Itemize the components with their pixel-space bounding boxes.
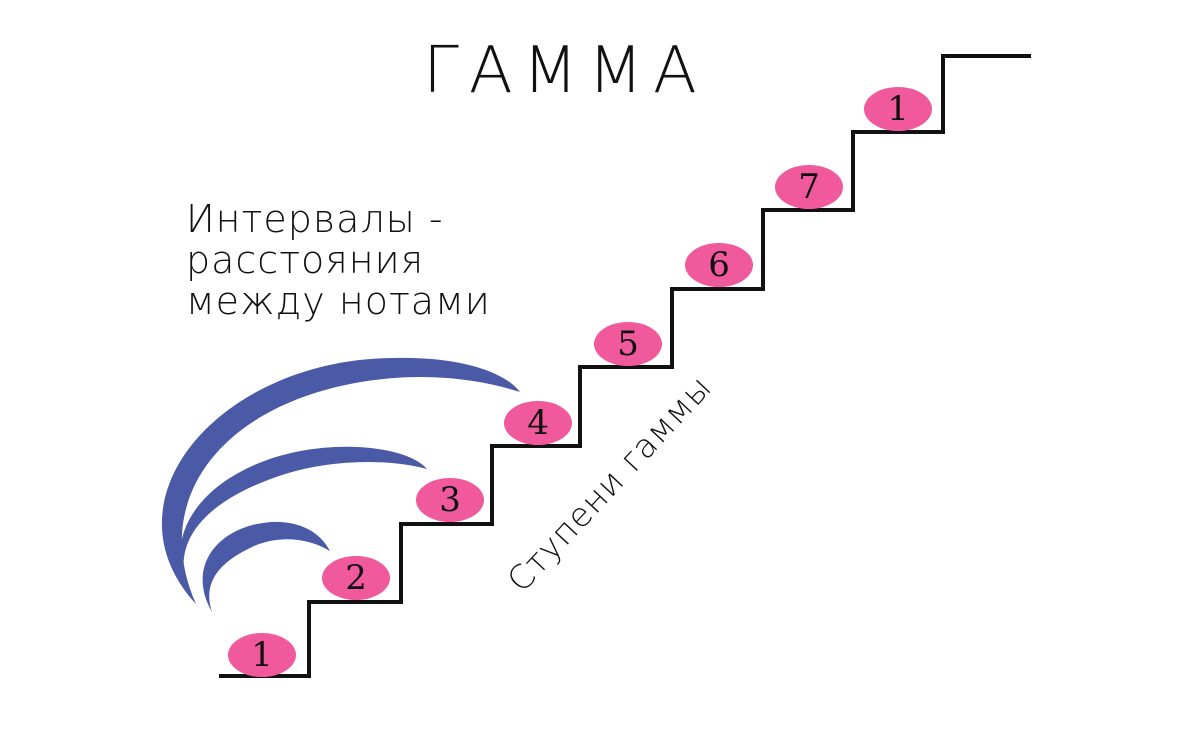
step-number: 7 (798, 167, 820, 207)
step-marker-bg (685, 243, 753, 287)
step-marker-bg (775, 165, 843, 209)
step-marker-bg (228, 633, 296, 677)
step-number: 1 (887, 89, 909, 129)
interval-arc-medium (180, 446, 427, 596)
step-marker: 2 (322, 556, 390, 600)
step-number: 4 (527, 403, 549, 443)
step-marker-bg (864, 87, 932, 131)
interval-arcs (161, 357, 520, 612)
step-marker-bg (416, 478, 484, 522)
step-marker: 1 (864, 87, 932, 131)
step-marker: 6 (685, 243, 753, 287)
step-marker-bg (504, 401, 572, 445)
step-marker-bg (594, 322, 662, 366)
step-marker: 1 (228, 633, 296, 677)
step-number: 1 (251, 635, 273, 675)
step-number: 3 (439, 480, 461, 520)
step-number: 2 (345, 558, 367, 598)
scale-steps: 1 2 3 4 5 6 7 1 (228, 87, 932, 677)
intervals-note-line-2: расстояния (186, 238, 424, 282)
step-marker: 5 (594, 322, 662, 366)
step-marker: 7 (775, 165, 843, 209)
staircase (219, 54, 1031, 678)
step-number: 6 (708, 245, 730, 285)
step-marker: 3 (416, 478, 484, 522)
intervals-note-line-1: Интервалы - (186, 197, 444, 241)
interval-arc-large (161, 357, 520, 604)
interval-arc-small (202, 521, 330, 612)
step-marker: 4 (504, 401, 572, 445)
step-marker-bg (322, 556, 390, 600)
diagram-title: ГАММА (423, 34, 707, 108)
step-number: 5 (617, 324, 639, 364)
intervals-note-line-3: между нотами (186, 279, 491, 323)
